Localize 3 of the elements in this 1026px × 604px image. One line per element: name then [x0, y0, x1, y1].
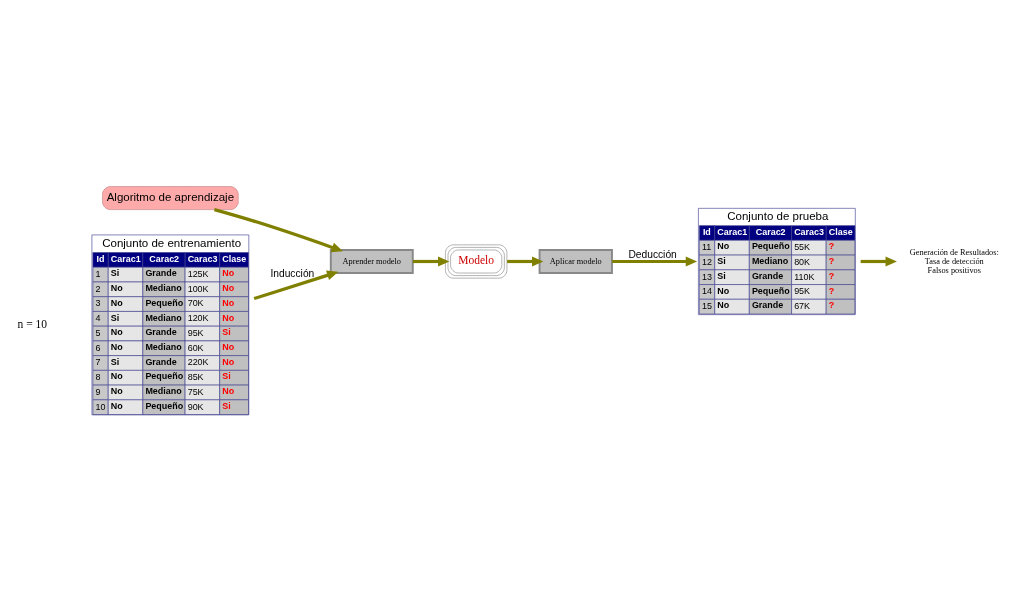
label: n = 10 — [17, 317, 48, 330]
edge-label: Inducción — [270, 268, 315, 280]
edge-label: Deducción — [628, 249, 677, 261]
